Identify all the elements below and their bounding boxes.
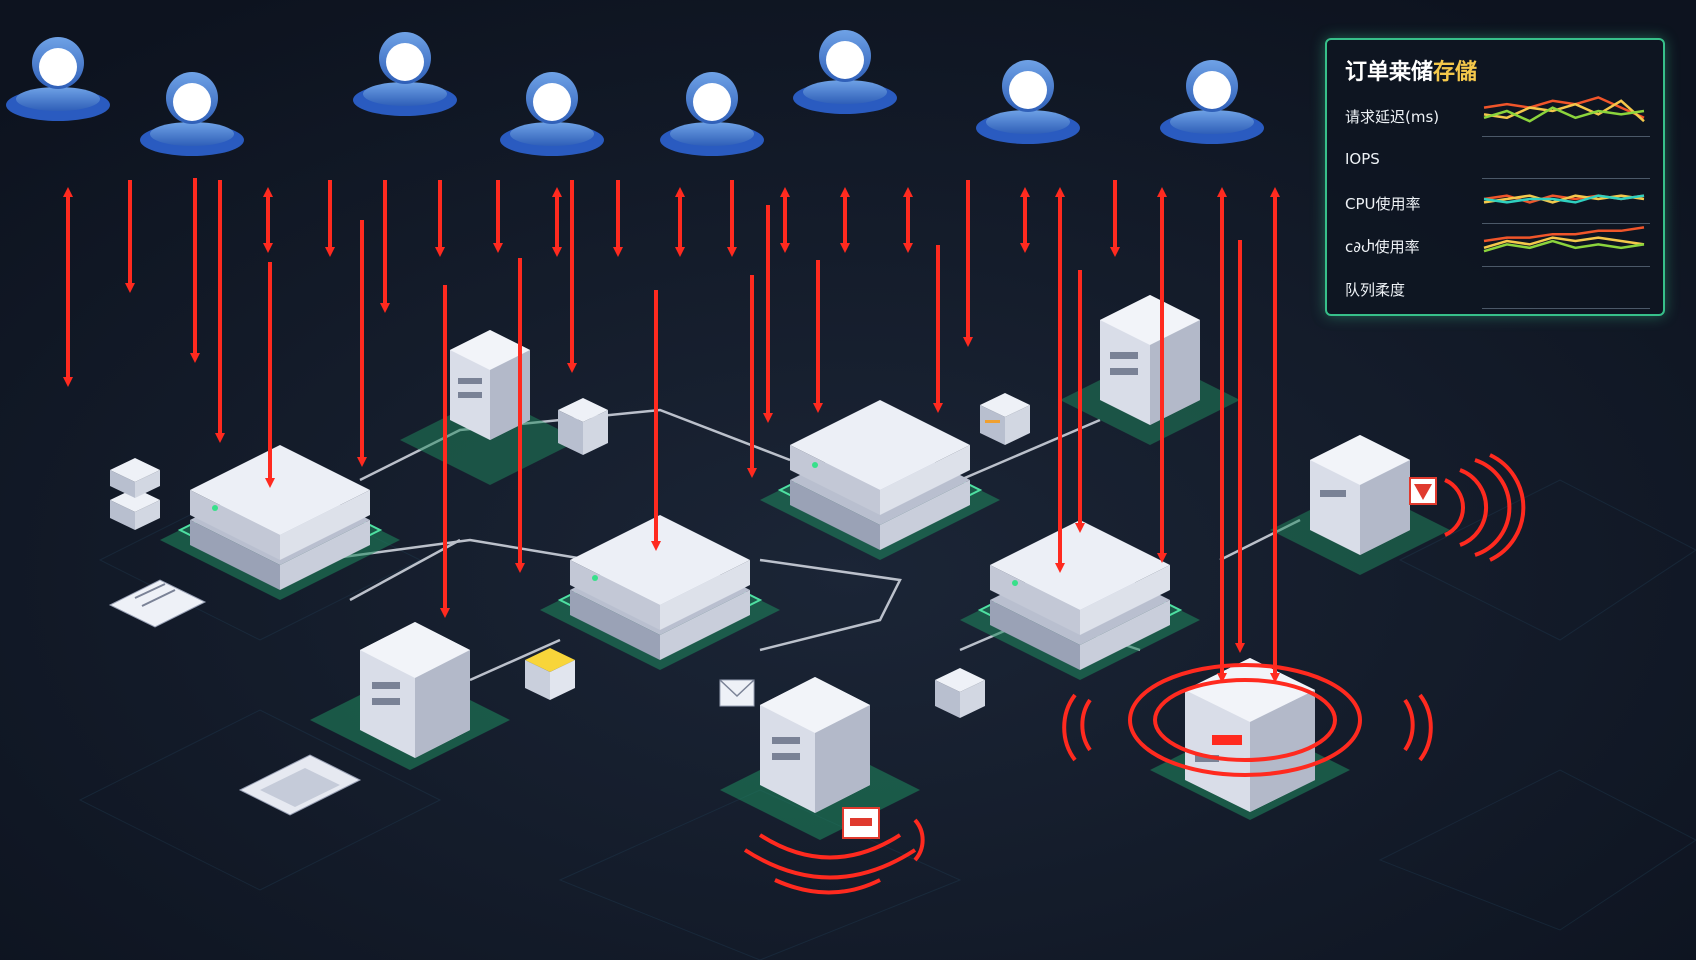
metric-label-cpu: CPU使用率	[1345, 195, 1421, 213]
alert-ripple-failing-node	[1062, 663, 1433, 777]
user-avatar-4	[500, 72, 604, 156]
sparkline-cpu	[1483, 194, 1645, 204]
sparkline-series-1	[1483, 194, 1645, 204]
user-avatar-5	[660, 72, 764, 156]
row-divider	[1482, 223, 1650, 224]
disk-stack-right	[980, 393, 1030, 445]
sparkline-series-0	[1483, 226, 1645, 243]
sparkline-series-2	[1483, 239, 1645, 253]
document-icon	[108, 579, 207, 628]
server-node-d	[960, 520, 1200, 680]
panel-title-highlight: 存儲	[1433, 60, 1478, 85]
alert-ripple-right-node	[1444, 453, 1526, 562]
user-avatar-6	[793, 30, 897, 114]
user-avatar-8	[1160, 60, 1264, 144]
user-avatars	[6, 30, 1264, 156]
sparkline-cpu-2	[1483, 226, 1645, 253]
row-divider	[1482, 178, 1650, 179]
user-avatar-2	[140, 72, 244, 156]
metric-label-latency: 请求延迟(ms)	[1345, 108, 1440, 126]
sparkline-series-1	[1483, 236, 1645, 249]
metric-label-cpu-2: ⅽ∂Ⴐ使用率	[1345, 238, 1420, 256]
metric-label-iops: IOPS	[1345, 150, 1380, 168]
keyboard-icon	[238, 754, 362, 816]
panel-title-main: 订单桒储	[1345, 60, 1434, 85]
sparkline-latency	[1483, 96, 1645, 123]
server-node-c	[760, 400, 1000, 560]
metric-label-queue: 队列柔度	[1345, 281, 1406, 299]
cube-server-bottom-left	[310, 622, 510, 770]
row-divider	[1482, 136, 1650, 137]
server-node-b	[540, 515, 780, 670]
cube-server-right	[1270, 435, 1450, 575]
user-avatar-7	[976, 60, 1080, 144]
user-avatar-3	[353, 32, 457, 116]
metrics-panel: 订单桒储存儲 请求延迟(ms) IOPS CPU使用率 ⅽ∂Ⴐ使用率 队列柔度	[1325, 38, 1665, 316]
row-divider	[1482, 308, 1650, 309]
user-avatar-1	[6, 37, 110, 121]
sparkline-series-0	[1483, 96, 1645, 119]
sparkline-series-1	[1483, 99, 1645, 123]
panel-title: 订单桒储存儲	[1345, 54, 1477, 86]
alert-box-icon	[842, 807, 880, 839]
mail-icon	[719, 679, 755, 707]
alert-ripple-bottom-node	[743, 818, 925, 895]
sparkline-series-2	[1483, 106, 1645, 123]
sparkline-series-2	[1483, 194, 1645, 204]
disk-stack-left	[110, 458, 160, 530]
row-divider	[1482, 266, 1650, 267]
disk-stack-center	[558, 398, 608, 455]
server-node-a	[160, 445, 400, 600]
cube-server-top-right	[1060, 295, 1240, 445]
request-arrows	[63, 178, 1280, 683]
disk-stack-yellow	[525, 648, 575, 700]
disk-stack-lower-right	[935, 668, 985, 718]
